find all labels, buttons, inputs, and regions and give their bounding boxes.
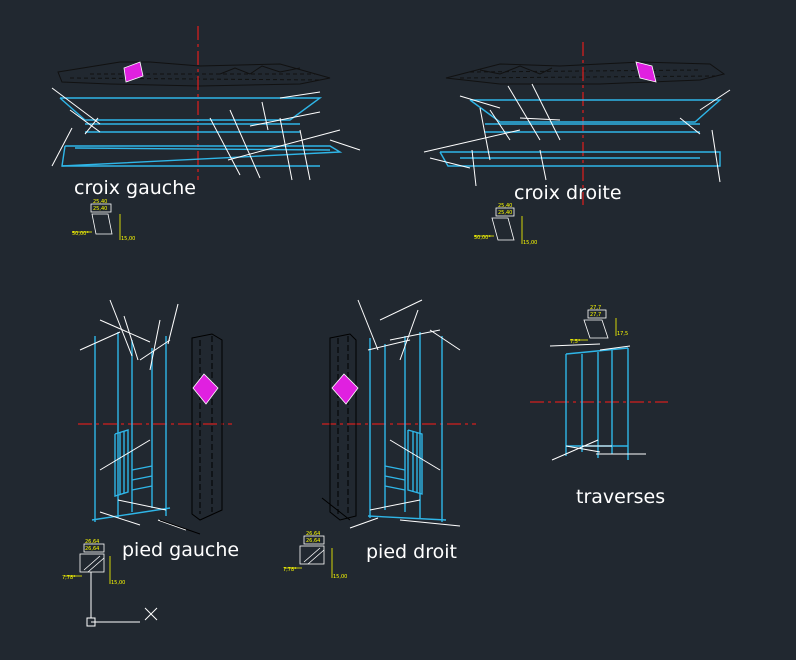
svg-text:15,00: 15,00 <box>121 236 135 242</box>
pied-gauche-black-member <box>159 333 223 535</box>
pied-droit-members <box>367 332 447 522</box>
pied-droit-section <box>331 373 359 405</box>
svg-text:26,64: 26,64 <box>85 539 99 545</box>
svg-text:15,00: 15,00 <box>333 574 347 580</box>
pied-gauche-label: pied gauche <box>122 539 239 561</box>
svg-text:7,78°: 7,78° <box>283 567 297 573</box>
svg-text:7,78°: 7,78° <box>62 575 76 581</box>
croix-droite-section <box>635 61 657 83</box>
croix-gauche-dim-block: 25,40 25,40 50,00° 15,00 <box>72 199 135 242</box>
pied-droit-construction <box>349 299 461 529</box>
svg-text:26,64: 26,64 <box>306 538 320 544</box>
svg-text:7,5°: 7,5° <box>570 339 581 345</box>
traverses-view: traverses 27,7 27,7 7,5° 17,5 <box>530 305 668 508</box>
croix-gauche-view: croix gauche 25,40 25,40 50,00° 15,00 <box>51 26 361 242</box>
pied-droit-label: pied droit <box>366 541 457 563</box>
svg-text:26,64: 26,64 <box>85 546 99 552</box>
traverses-construction <box>549 343 646 461</box>
pied-gauche-members <box>91 332 171 522</box>
svg-text:25,40: 25,40 <box>498 203 512 209</box>
traverses-dim-block: 27,7 27,7 7,5° 17,5 <box>570 305 628 345</box>
pied-gauche-dim-block: 26,64 26,64 7,78° 15,00 <box>62 539 125 586</box>
croix-droite-label: croix droite <box>514 182 622 204</box>
traverses-label: traverses <box>576 486 665 508</box>
svg-text:15,00: 15,00 <box>111 580 125 586</box>
svg-text:50,00°: 50,00° <box>474 235 491 241</box>
croix-droite-view: croix droite 25,40 25,40 50,00° 15,00 <box>423 42 731 246</box>
pied-gauche-section <box>192 373 219 405</box>
croix-gauche-label: croix gauche <box>74 177 196 199</box>
croix-gauche-profile <box>57 61 331 87</box>
croix-droite-construction <box>423 83 731 187</box>
svg-text:27,7: 27,7 <box>590 305 601 311</box>
croix-gauche-construction <box>51 87 361 181</box>
pied-droit-view: pied droit 26,64 26,64 7,78° 15,00 <box>283 299 476 580</box>
svg-text:50,00°: 50,00° <box>72 231 89 237</box>
traverses-members <box>565 347 629 460</box>
croix-droite-dim-block: 25,40 25,40 50,00° 15,00 <box>474 203 537 246</box>
svg-text:25,40: 25,40 <box>93 206 107 212</box>
ucs-icon <box>86 572 158 627</box>
svg-text:15,00: 15,00 <box>523 240 537 246</box>
svg-text:17,5: 17,5 <box>617 331 628 337</box>
svg-text:27,7: 27,7 <box>590 312 601 318</box>
pied-droit-dim-block: 26,64 26,64 7,78° 15,00 <box>283 531 347 580</box>
svg-text:25,40: 25,40 <box>93 199 107 205</box>
svg-text:26,64: 26,64 <box>306 531 320 537</box>
pied-gauche-view: pied gauche 26,64 26,64 7,78° 15,00 <box>62 299 239 586</box>
croix-droite-profile <box>445 61 726 85</box>
svg-text:25,40: 25,40 <box>498 210 512 216</box>
croix-gauche-section <box>123 61 144 83</box>
pied-droit-black-member <box>321 333 357 521</box>
pied-gauche-construction <box>79 299 187 531</box>
croix-gauche-members <box>59 97 343 167</box>
croix-droite-members <box>439 99 722 167</box>
